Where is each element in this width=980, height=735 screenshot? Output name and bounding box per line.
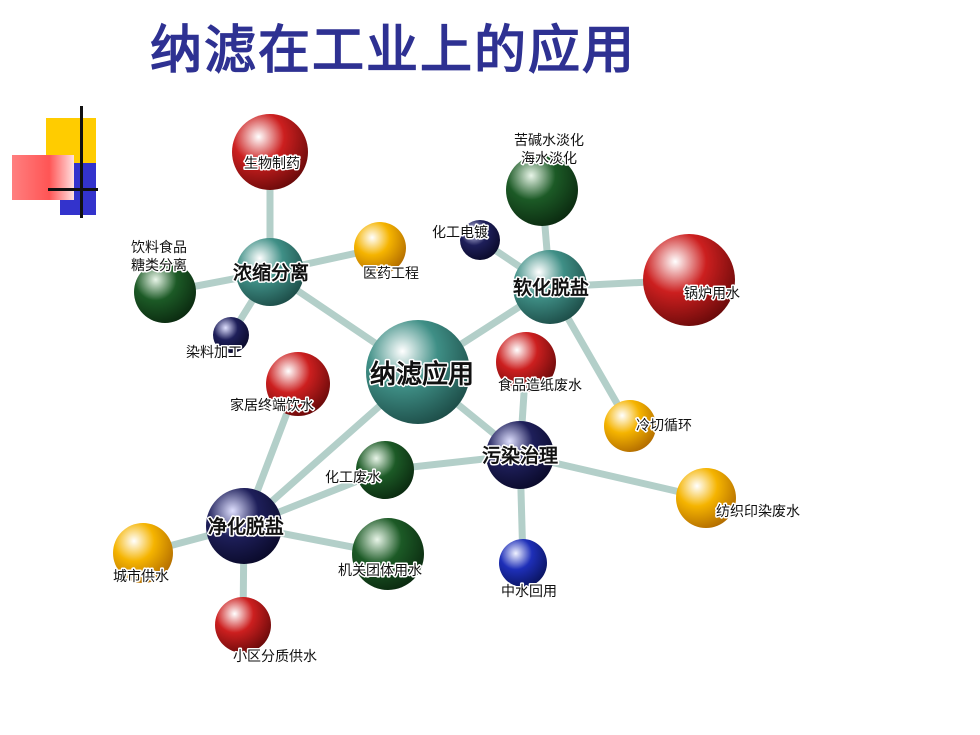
leaf-label-chem-waste: 化工废水 (325, 470, 381, 486)
leaf-label-dye: 染料加工 (186, 345, 242, 361)
hub-label-concentration: 浓缩分离 (233, 261, 309, 284)
leaf-label-desal-1: 苦碱水淡化 (514, 133, 584, 149)
leaf-label-bio: 生物制药 (244, 156, 300, 172)
leaf-label-cooling: 冷切循环 (636, 418, 692, 434)
leaf-node-desal (506, 154, 578, 226)
slide-title: 纳滤在工业上的应用 (150, 21, 637, 81)
leaf-node-community (215, 597, 271, 653)
leaf-node-institution (352, 518, 424, 590)
leaf-label-city: 城市供水 (113, 568, 169, 585)
leaf-node-cooling (604, 400, 656, 452)
hub-node-purification (206, 488, 282, 564)
leaf-label-desal-2: 海水淡化 (521, 151, 577, 167)
hub-node-wastewater (486, 421, 554, 489)
leaf-label-home: 家居终端饮水 (230, 397, 314, 414)
hub-node-softening (513, 250, 587, 324)
leaf-label-textile: 纺织印染废水 (716, 504, 800, 520)
node-layer (113, 114, 736, 653)
leaf-node-pharma-eng (354, 222, 406, 274)
leaf-node-reuse (499, 539, 547, 587)
center-node-center (366, 320, 470, 424)
leaf-label-pharma-eng: 医药工程 (363, 266, 419, 282)
leaf-node-bio (232, 114, 308, 190)
center-label-center: 纳滤应用 (370, 359, 474, 390)
leaf-label-reuse: 中水回用 (501, 584, 557, 600)
decor-horizontal-line (48, 188, 98, 191)
label-layer: 纳滤应用 浓缩分离软化脱盐污染治理净化脱盐 生物制药饮料食品糖类分离医药工程染料加工… (112, 132, 802, 667)
hub-label-wastewater: 污染治理 (482, 444, 558, 467)
leaf-label-food-paper: 食品造纸废水 (498, 377, 582, 394)
leaf-node-textile (676, 468, 736, 528)
hub-label-softening: 软化脱盐 (513, 276, 589, 299)
leaf-node-home (266, 352, 330, 416)
leaf-node-city (113, 523, 173, 583)
decor-red-square (12, 155, 74, 200)
leaf-node-food-paper (496, 332, 556, 392)
leaf-label-boiler: 锅炉用水 (684, 286, 740, 302)
leaf-label-beverage-1: 饮料食品 (131, 239, 187, 256)
hub-node-concentration (236, 238, 304, 306)
leaf-node-plating (460, 220, 500, 260)
leaf-node-boiler (643, 234, 735, 326)
leaf-label-beverage-2: 糖类分离 (131, 257, 187, 274)
leaf-label-plating: 化工电镀 (432, 224, 488, 241)
leaf-node-dye (213, 317, 249, 353)
leaf-node-beverage (134, 261, 196, 323)
leaf-label-institution: 机关团体用水 (338, 563, 422, 579)
decor-vertical-line (80, 106, 83, 218)
hub-label-purification: 净化脱盐 (208, 515, 284, 538)
leaf-label-community: 小区分质供水 (233, 649, 317, 665)
leaf-node-chem-waste (356, 441, 414, 499)
